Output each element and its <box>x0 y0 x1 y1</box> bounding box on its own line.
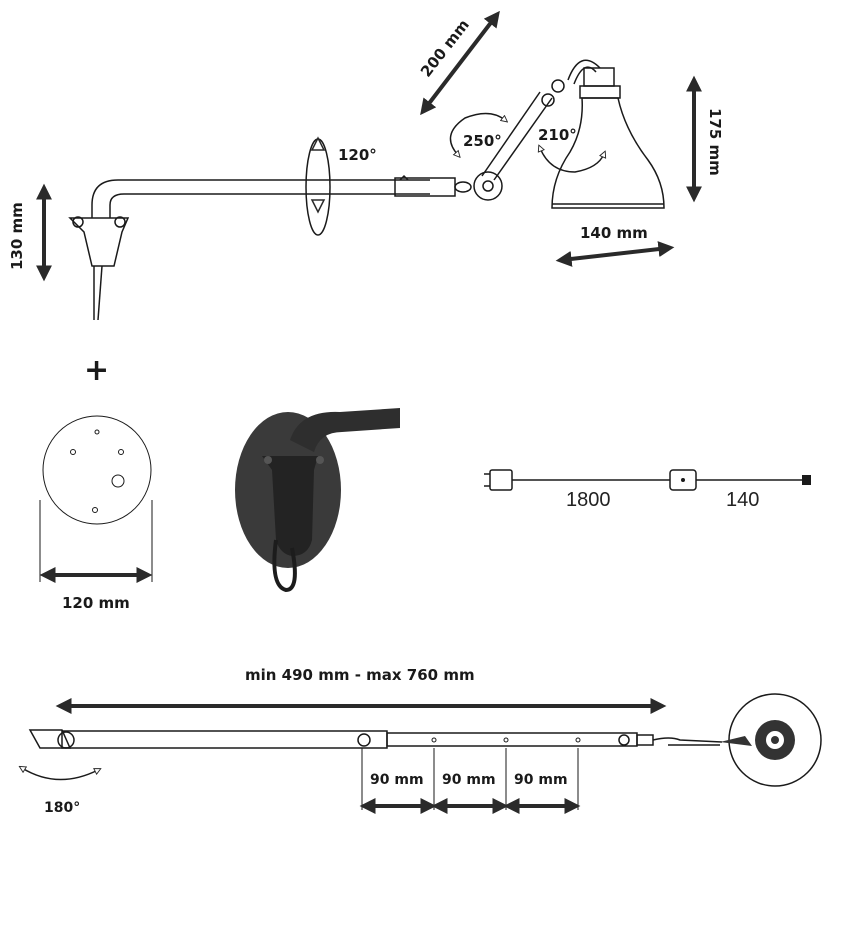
cable-length-1: 1800 <box>566 489 611 511</box>
shade-diameter-arrow <box>555 241 675 267</box>
lamp-end-icon <box>802 475 811 485</box>
arm-height-label: 130 mm <box>8 202 26 270</box>
reach-label: min 490 mm - max 760 mm <box>245 666 475 684</box>
plate-diameter-label: 120 mm <box>62 594 130 612</box>
wall-bracket <box>68 216 130 321</box>
step-2-label: 90 mm <box>442 772 496 788</box>
base-rotation-arrow <box>22 768 98 781</box>
cable-length-2: 140 <box>726 489 759 511</box>
step-3-label: 90 mm <box>514 772 568 788</box>
shade-diameter-label: 140 mm <box>580 224 648 242</box>
plug-icon <box>489 469 513 491</box>
shade-rotation-label: 210° <box>538 126 577 144</box>
side-view: 130 mm 120° 250° 200 mm <box>8 10 724 321</box>
cable-diagram: 1800 140 <box>484 469 811 511</box>
base-rotation-label: 180° <box>44 800 80 816</box>
shade-height-label: 175 mm <box>706 108 724 176</box>
plus-sign: + <box>84 353 109 388</box>
upper-arm-label: 200 mm <box>417 16 473 81</box>
lamp-shade <box>541 59 665 209</box>
arm-rotation-arrow <box>305 138 331 236</box>
knuckle-joint <box>473 171 503 201</box>
arm-rotation-label: 120° <box>338 146 377 164</box>
upper-arm-arrow <box>420 10 500 116</box>
bracket-photo <box>235 408 400 593</box>
step-1-label: 90 mm <box>370 772 424 788</box>
arm-tube <box>91 179 430 218</box>
wall-plate: 120 mm <box>39 415 153 612</box>
top-view: min 490 mm - max 760 mm 180° 90 mm 90 mm <box>22 666 822 816</box>
shade-rotation-arrow <box>540 148 604 173</box>
joint-rotation-label: 250° <box>463 132 502 150</box>
